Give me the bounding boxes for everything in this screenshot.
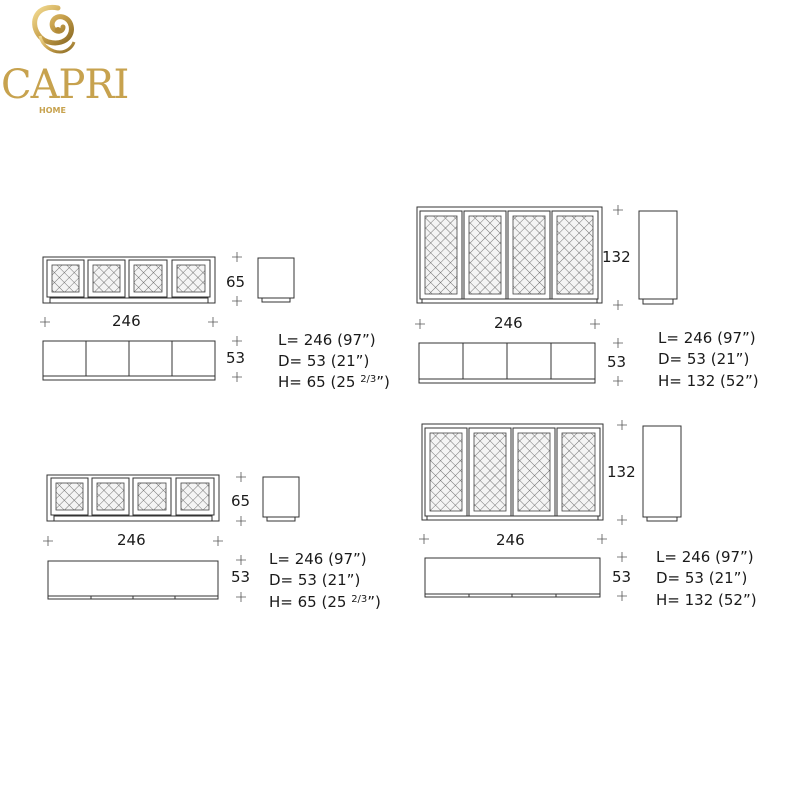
door-1 bbox=[46, 259, 85, 298]
depth-label: 53 bbox=[226, 349, 245, 367]
spec-depth: D= 53 (21”) bbox=[278, 352, 369, 370]
door-2 bbox=[91, 477, 130, 516]
spec-block: L= 246 (97”) D= 53 (21”) H= 65 (25 2/3”) bbox=[269, 550, 381, 611]
dimension-crosses bbox=[40, 252, 242, 382]
spec-length: L= 246 (97”) bbox=[656, 548, 754, 566]
item-4: 132 246 53 L= 246 (97”) D= 53 (21”) H= 1… bbox=[419, 420, 757, 609]
plan-view bbox=[47, 560, 219, 600]
depth-label: 53 bbox=[607, 353, 626, 371]
side-elevation bbox=[638, 210, 678, 305]
spec-block: L= 246 (97”) D= 53 (21”) H= 132 (52”) bbox=[658, 329, 759, 390]
brand-subtitle: HOME bbox=[39, 106, 66, 115]
spec-height: H= 65 (25 2/3”) bbox=[278, 373, 390, 391]
width-label: 246 bbox=[112, 312, 141, 330]
spec-depth: D= 53 (21”) bbox=[656, 569, 747, 587]
width-label: 246 bbox=[117, 531, 146, 549]
depth-label: 53 bbox=[612, 568, 631, 586]
shell-icon bbox=[32, 4, 76, 54]
dimension-crosses bbox=[415, 205, 623, 386]
spec-length: L= 246 (97”) bbox=[278, 331, 376, 349]
plan-view bbox=[424, 557, 601, 598]
depth-label: 53 bbox=[231, 568, 250, 586]
spec-height: H= 65 (25 2/3”) bbox=[269, 593, 381, 611]
front-elevation bbox=[416, 206, 603, 304]
spec-block: L= 246 (97”) D= 53 (21”) H= 65 (25 2/3”) bbox=[278, 331, 390, 391]
door-2 bbox=[87, 259, 126, 298]
dimension-crosses bbox=[419, 420, 627, 601]
dimension-crosses bbox=[43, 472, 246, 602]
door-4 bbox=[171, 259, 211, 298]
width-label: 246 bbox=[496, 531, 525, 549]
front-elevation bbox=[42, 256, 216, 304]
door-1 bbox=[50, 477, 89, 516]
spec-block: L= 246 (97”) D= 53 (21”) H= 132 (52”) bbox=[656, 548, 757, 609]
side-elevation bbox=[642, 425, 682, 522]
item-1: 65 246 53 L= 246 (97”) D= 53 (21”) H= 65… bbox=[40, 252, 390, 391]
height-label: 65 bbox=[231, 492, 250, 510]
brand-logo: CAPRI HOME bbox=[1, 4, 129, 115]
item-2: 132 246 53 L= 246 (97”) D= 53 (21”) H= 1… bbox=[415, 205, 759, 390]
door-3 bbox=[128, 259, 168, 298]
height-label: 132 bbox=[602, 248, 631, 266]
width-label: 246 bbox=[494, 314, 523, 332]
front-elevation bbox=[421, 423, 604, 521]
height-label: 65 bbox=[226, 273, 245, 291]
spec-depth: D= 53 (21”) bbox=[658, 350, 749, 368]
spec-height: H= 132 (52”) bbox=[658, 372, 759, 390]
plan-view bbox=[418, 342, 596, 384]
side-elevation bbox=[257, 257, 295, 303]
height-label: 132 bbox=[607, 463, 636, 481]
spec-height: H= 132 (52”) bbox=[656, 591, 757, 609]
brand-name: CAPRI bbox=[1, 62, 128, 108]
door-3 bbox=[132, 477, 172, 516]
spec-length: L= 246 (97”) bbox=[658, 329, 756, 347]
plan-view bbox=[42, 340, 216, 381]
spec-length: L= 246 (97”) bbox=[269, 550, 367, 568]
side-elevation bbox=[262, 476, 300, 522]
spec-depth: D= 53 (21”) bbox=[269, 571, 360, 589]
door-4 bbox=[175, 477, 215, 516]
front-elevation bbox=[46, 474, 220, 522]
item-3: 65 246 53 L= 246 (97”) D= 53 (21”) H= 65… bbox=[43, 472, 381, 611]
